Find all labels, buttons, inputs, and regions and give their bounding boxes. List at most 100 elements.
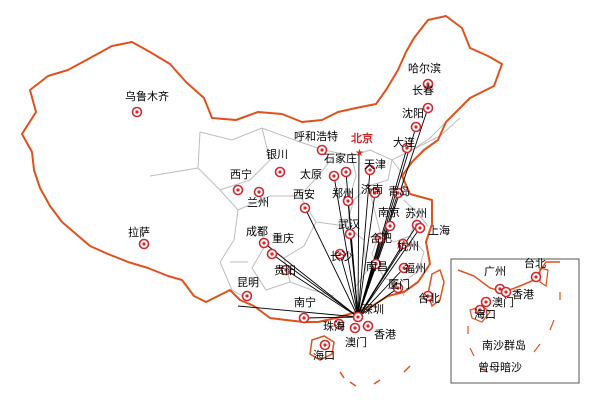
xining-label: 西宁 <box>230 167 252 181</box>
route-beijing <box>357 151 360 318</box>
lhasa-marker-dot <box>142 242 146 246</box>
route-nanchang <box>357 263 377 318</box>
suzhou-label: 苏州 <box>405 207 427 220</box>
hangzhou-marker-dot <box>401 242 405 246</box>
qingdao-marker-dot <box>396 191 400 195</box>
route-taiyuan <box>333 175 359 318</box>
route-west-coast <box>237 305 359 318</box>
fuzhou-marker-dot <box>402 266 406 270</box>
route-hangzhou <box>357 243 404 318</box>
nanning-marker-dot <box>302 316 306 320</box>
tianjin-marker-dot <box>368 168 372 172</box>
route-chengdu <box>263 242 359 318</box>
inset-frame <box>450 258 580 384</box>
inset-coastline <box>457 261 560 293</box>
guiyang-marker-dot <box>284 268 288 272</box>
i_taipei-marker-dot <box>534 275 538 279</box>
taiyuan-label: 太原 <box>300 168 322 181</box>
shenzhen-marker-dot <box>356 315 360 319</box>
i_guangzhou-label: 广州 <box>484 265 506 278</box>
nansha-label: 南沙群岛 <box>482 338 526 352</box>
chongqing-label: 重庆 <box>272 231 294 245</box>
inset-dashes <box>467 292 561 373</box>
haikou-label: 海口 <box>313 348 335 362</box>
route-changsha <box>339 253 359 318</box>
route-guiyang <box>285 269 359 318</box>
harbin-label: 哈尔滨 <box>408 61 441 75</box>
dalian-marker-dot <box>405 146 409 150</box>
tianjin-label: 天津 <box>364 158 386 171</box>
urumqi-marker-dot <box>135 110 139 114</box>
i_macau-marker-dot <box>484 300 488 304</box>
kunming-label: 昆明 <box>237 276 259 289</box>
lhasa-label: 拉萨 <box>128 225 150 239</box>
chengdu-marker-dot <box>262 241 266 245</box>
route-fuzhou <box>357 267 405 318</box>
i_hongkong-label: 香港 <box>512 288 534 301</box>
harbin-marker-dot <box>426 82 430 86</box>
macau-label: 澳门 <box>345 335 367 349</box>
shanghai-label: 上海 <box>428 223 450 237</box>
route-hefei <box>357 237 381 318</box>
national-border <box>21 15 503 323</box>
hangzhou-label: 杭州 <box>397 239 419 253</box>
i_hongkong-marker-dot <box>504 290 508 294</box>
xiamen-marker-dot <box>396 286 400 290</box>
nanchang-marker-dot <box>374 262 378 266</box>
shenyang-marker-dot <box>414 125 418 129</box>
yinchuan-marker-dot <box>278 170 282 174</box>
shijiazhuang-marker-dot <box>344 170 348 174</box>
wuhan-label: 武汉 <box>338 218 360 231</box>
xian-label: 西安 <box>293 187 315 201</box>
route-wuhan <box>349 233 359 318</box>
shijiazhuang-label: 石家庄 <box>324 151 357 165</box>
taiyuan-marker-dot <box>332 174 336 178</box>
taipei-label: 台北 <box>418 291 440 305</box>
city-markers: ★ <box>131 78 434 351</box>
zhengzhou-marker-dot <box>346 199 350 203</box>
zhengzhou-label: 郑州 <box>332 186 354 200</box>
i_guangzhou-marker-dot <box>498 287 502 291</box>
i_haikou-label: 海口 <box>474 307 496 321</box>
capital-star-icon[interactable]: ★ <box>355 148 364 159</box>
haikou-marker-dot <box>323 343 327 347</box>
hohhot-label: 呼和浩特 <box>294 129 338 143</box>
dalian-label: 大连 <box>393 135 415 149</box>
yinchuan-label: 银川 <box>266 147 288 161</box>
urumqi-label: 乌鲁木齐 <box>125 89 169 103</box>
macau-marker-dot <box>353 326 357 330</box>
lanzhou-marker-dot <box>257 190 261 194</box>
guiyang-label: 贵阳 <box>274 264 296 277</box>
nanning-label: 南宁 <box>294 295 316 309</box>
jinan-marker-dot <box>373 191 377 195</box>
taipei-marker-dot <box>426 294 430 298</box>
hongkong-marker-dot <box>366 324 370 328</box>
kunming-marker-dot <box>245 294 249 298</box>
hohhot-marker-dot <box>320 148 324 152</box>
chengdu-label: 成都 <box>246 225 268 238</box>
route-tianjin <box>357 169 371 318</box>
xian-marker-dot <box>303 206 307 210</box>
i_taipei-label: 台北 <box>524 256 546 270</box>
i_macau-label: 澳门 <box>492 295 514 309</box>
xiamen-label: 厦门 <box>388 277 410 291</box>
lanzhou-label: 兰州 <box>247 196 269 209</box>
route-nanning <box>303 316 359 319</box>
changchun-label: 长春 <box>412 84 434 97</box>
chongqing-marker-dot <box>270 252 274 256</box>
xining-marker-dot <box>236 188 240 192</box>
beijing-label: 北京 <box>351 131 373 145</box>
hefei-marker-dot <box>378 236 382 240</box>
nanjing-label: 南京 <box>378 205 400 219</box>
wuhan-marker-dot <box>348 232 352 236</box>
nanjing-marker-dot <box>388 224 392 228</box>
route-lines <box>237 107 429 319</box>
shenyang-label: 沈阳 <box>402 106 424 120</box>
route-xiamen <box>357 287 399 318</box>
nanchang-label: 南昌 <box>366 260 388 273</box>
hefei-label: 合肥 <box>370 231 392 245</box>
hainan-island <box>309 335 335 361</box>
